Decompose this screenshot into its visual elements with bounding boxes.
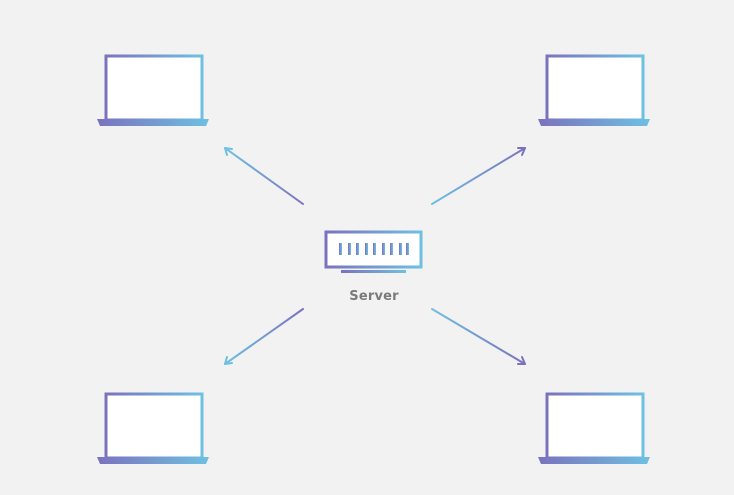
- server-ports: [339, 243, 409, 255]
- server-label: Server: [349, 289, 399, 304]
- connection-arrow: [431, 308, 526, 365]
- laptop-icon: [97, 54, 209, 126]
- connection-arrow: [224, 308, 304, 365]
- server-icon: [324, 230, 423, 273]
- connection-arrow: [224, 147, 304, 205]
- laptop-icon: [538, 54, 650, 126]
- laptop-icon: [538, 392, 650, 464]
- laptop-icon: [97, 392, 209, 464]
- connection-arrow: [431, 147, 526, 205]
